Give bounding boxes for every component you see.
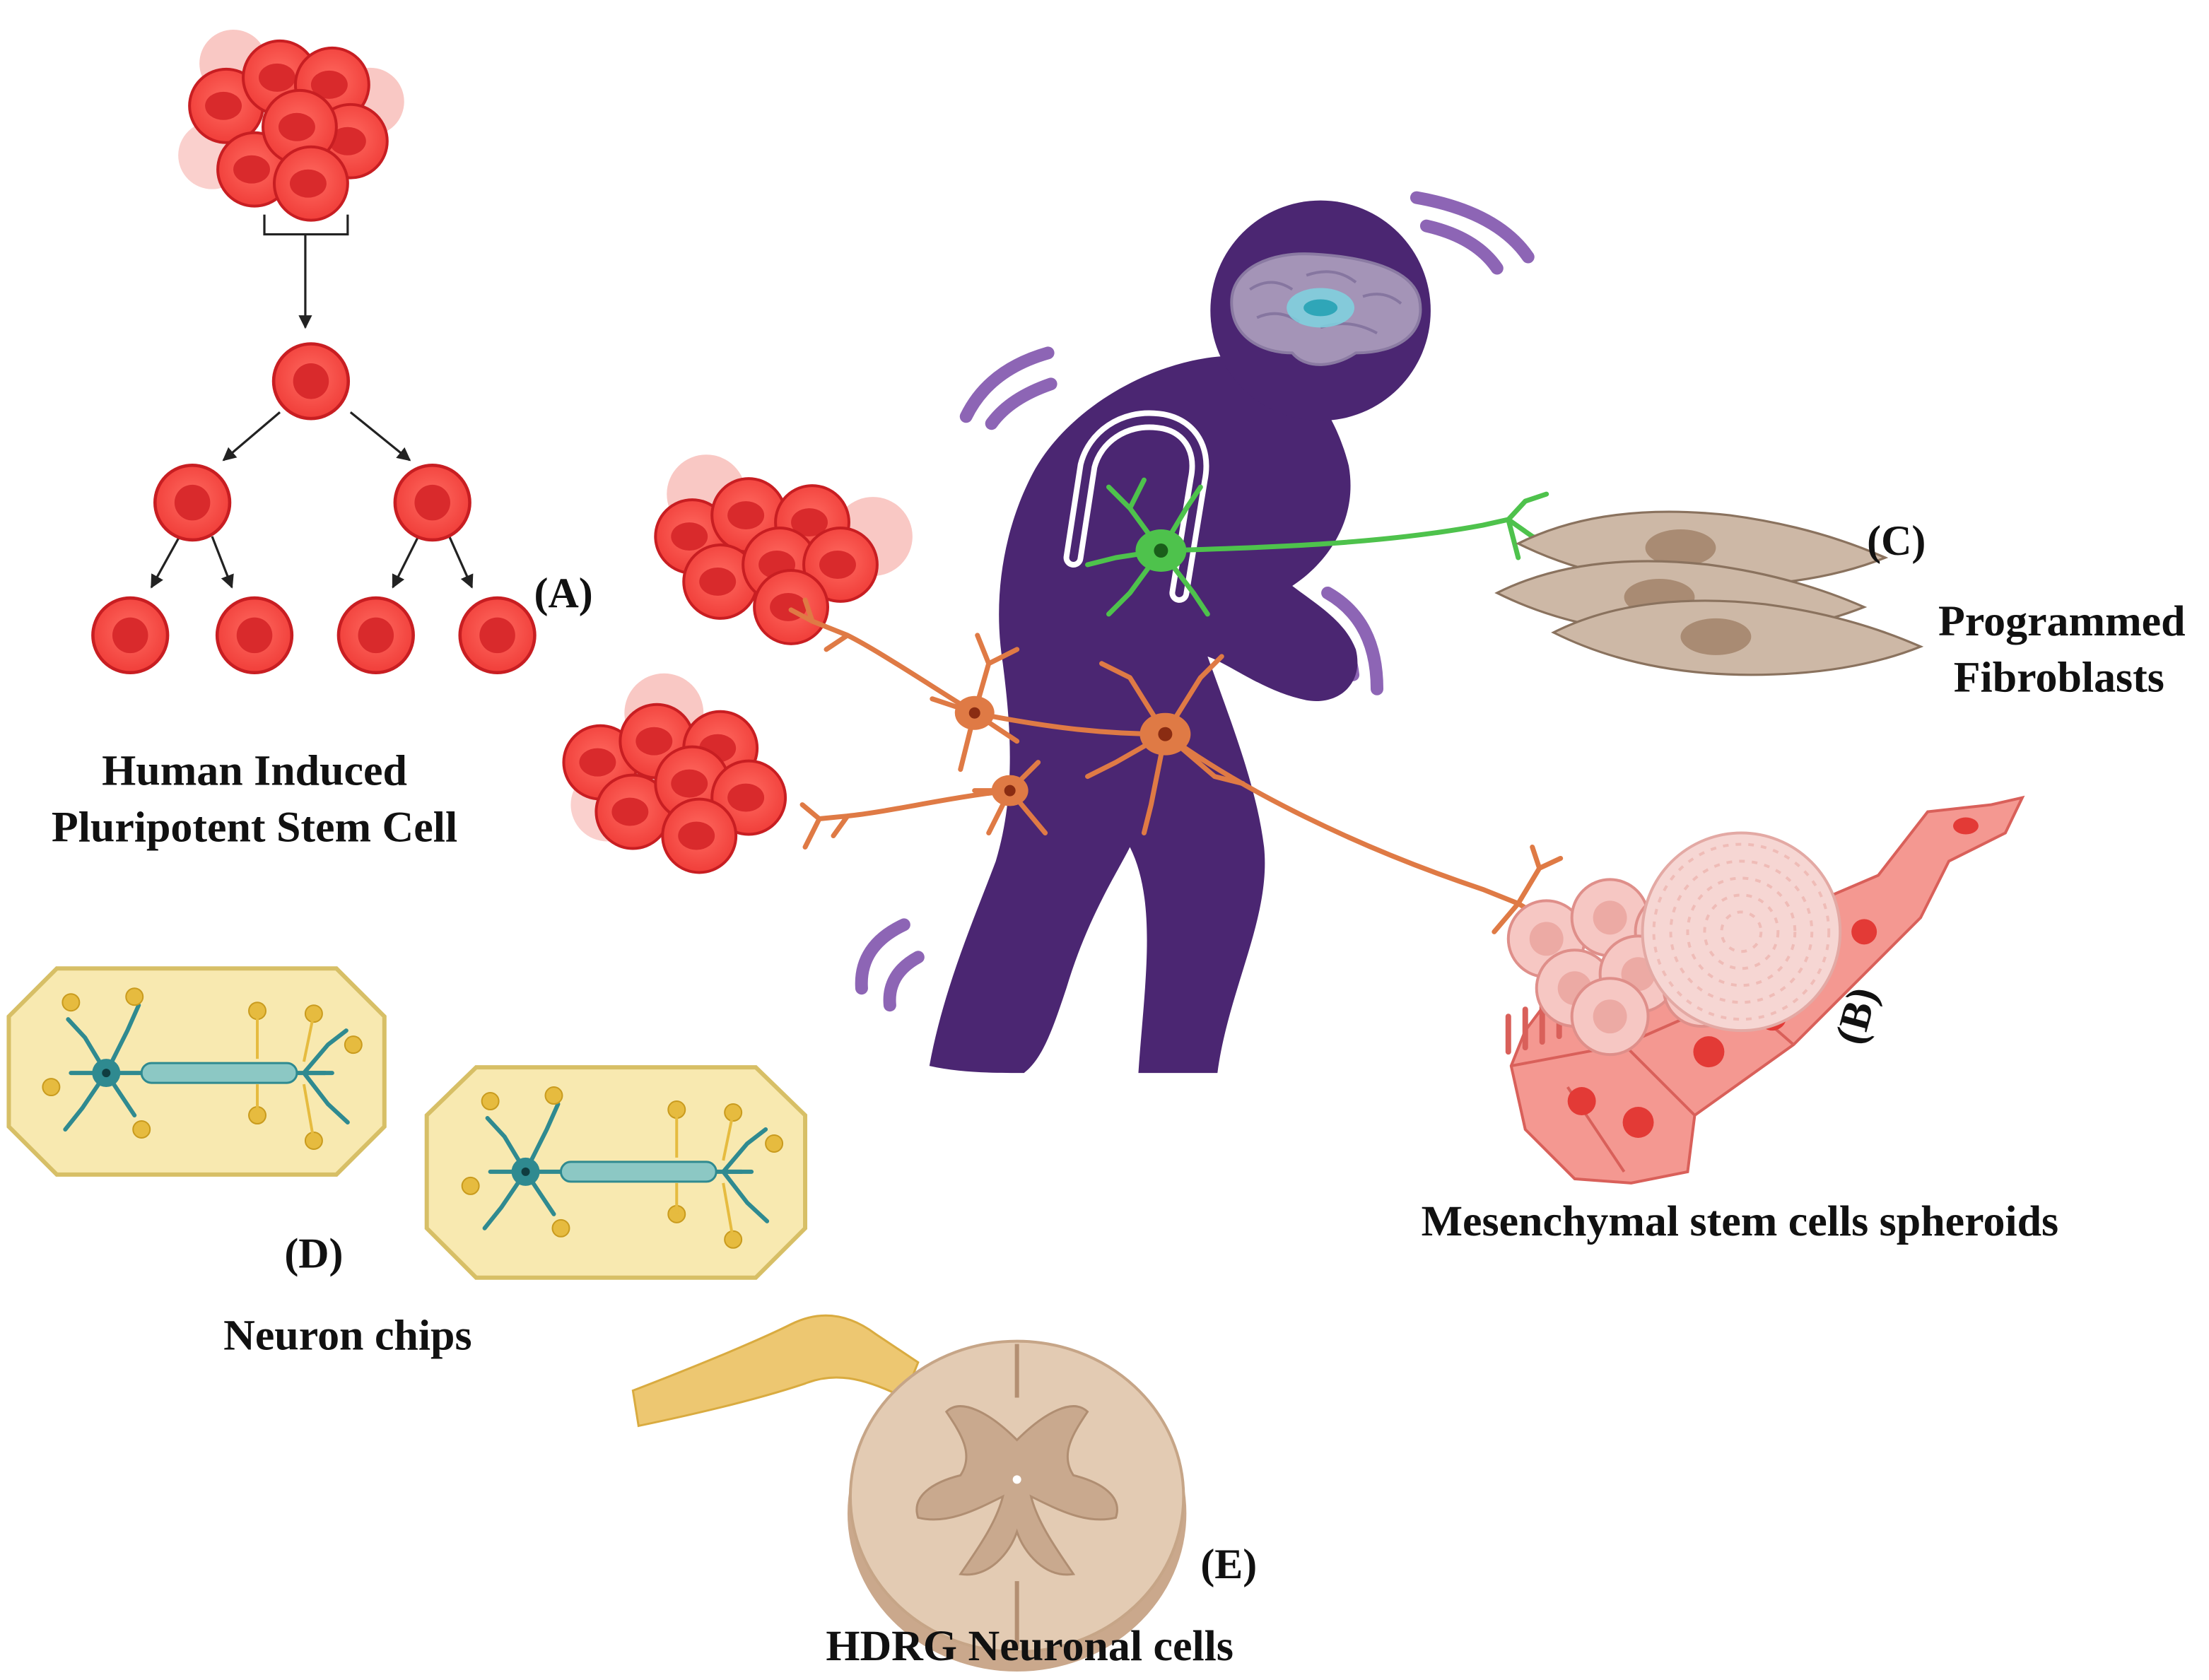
stem-cell-lineage: (A) Human Induced Pluripotent Stem Cell <box>52 29 593 851</box>
spheroid-icon <box>1641 831 1842 1033</box>
stem-cell-cluster-icon <box>562 673 787 874</box>
neuron-chips-title: Neuron chips <box>223 1312 471 1360</box>
lineage-arrows <box>150 214 474 589</box>
brain-icon <box>1230 252 1422 366</box>
neuron-chip-icon <box>424 1065 808 1280</box>
neuron-icon <box>1085 477 1557 617</box>
marker-c: (C) <box>1867 517 1926 564</box>
stem-cell-cluster-icon <box>654 454 913 645</box>
fibroblast-title-line2: Fibroblasts <box>1954 654 2164 702</box>
spindle-fibroblast-icon <box>1496 510 1922 676</box>
stem-cell-title-line2: Pluripotent Stem Cell <box>52 803 457 851</box>
mesenchymal-tissue <box>1505 795 2025 1185</box>
neuron-cell-bodies <box>954 695 1191 806</box>
marker-d: (D) <box>284 1230 343 1277</box>
neuron-chip-icon <box>6 966 387 1177</box>
marker-a: (A) <box>534 570 593 616</box>
fibroblast-title-line1: Programmed <box>1938 597 2186 645</box>
stem-cell-title-line1: Human Induced <box>102 747 407 795</box>
hdrg-title: HDRG Neuronal cells <box>826 1622 1234 1670</box>
dividing-cells <box>93 343 534 672</box>
stem-cell-cluster-icon <box>178 29 404 222</box>
spinal-cord-cross-section-icon <box>631 1314 1187 1672</box>
hunched-human-figure-icon <box>929 200 1431 1074</box>
marker-e: (E) <box>1200 1541 1257 1587</box>
mesenchymal-title: Mesenchymal stem cells spheroids <box>1422 1197 2059 1245</box>
